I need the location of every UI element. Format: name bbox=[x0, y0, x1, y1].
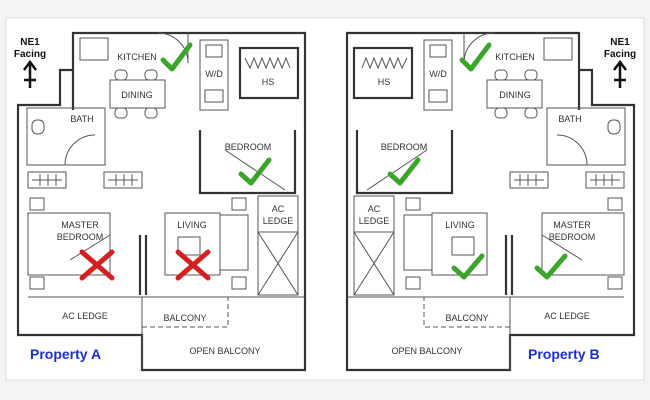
wd-label: W/D bbox=[429, 69, 447, 79]
property-a-title: Property A bbox=[30, 346, 101, 362]
master-bedroom-label: BEDROOM bbox=[549, 232, 596, 242]
bath-label: BATH bbox=[558, 114, 581, 124]
ac-ledge-label: AC LEDGE bbox=[62, 311, 108, 321]
check-icon bbox=[451, 253, 485, 280]
check-icon bbox=[160, 42, 193, 72]
check-icon bbox=[459, 42, 492, 72]
facing-label-line1: NE1 bbox=[610, 37, 630, 48]
bedroom-label: BEDROOM bbox=[225, 142, 272, 152]
kitchen-label: KITCHEN bbox=[495, 52, 535, 62]
kitchen-label: KITCHEN bbox=[117, 52, 157, 62]
hs-label: HS bbox=[262, 77, 275, 87]
facing-label-line1: NE1 bbox=[20, 37, 40, 48]
cross-icon bbox=[175, 249, 211, 281]
dining-label: DINING bbox=[121, 90, 153, 100]
ac-ledge-label: AC LEDGE bbox=[544, 311, 590, 321]
dining-label: DINING bbox=[499, 90, 531, 100]
wd-label: W/D bbox=[205, 69, 223, 79]
bath-label: BATH bbox=[70, 114, 93, 124]
north-arrow-icon bbox=[23, 59, 37, 88]
hs-label: HS bbox=[378, 77, 391, 87]
bedroom-label: BEDROOM bbox=[381, 142, 428, 152]
facing-label-line2: Facing bbox=[604, 49, 636, 60]
master-label: MASTER bbox=[61, 220, 99, 230]
check-icon bbox=[534, 253, 568, 280]
ledge-label: LEDGE bbox=[359, 216, 390, 226]
property-a-plan: NE1 Facing KITCHEN W/D HS DINING BATH BE… bbox=[14, 31, 307, 372]
open-balcony-label: OPEN BALCONY bbox=[391, 346, 462, 356]
balcony-label: BALCONY bbox=[445, 313, 488, 323]
master-bedroom-label: BEDROOM bbox=[57, 232, 104, 242]
check-icon bbox=[238, 157, 272, 186]
living-label: LIVING bbox=[445, 220, 475, 230]
living-label: LIVING bbox=[177, 220, 207, 230]
balcony-label: BALCONY bbox=[163, 313, 206, 323]
master-label: MASTER bbox=[553, 220, 591, 230]
cross-icon bbox=[79, 249, 115, 281]
check-icon bbox=[387, 157, 421, 186]
open-balcony-label: OPEN BALCONY bbox=[189, 346, 260, 356]
ac-label: AC bbox=[272, 204, 285, 214]
property-b-plan: NE1 Facing KITCHEN W/D HS DINING BATH BE… bbox=[345, 31, 636, 372]
property-b-title: Property B bbox=[528, 346, 600, 362]
facing-label-line2: Facing bbox=[14, 49, 46, 60]
ac-label: AC bbox=[368, 204, 381, 214]
ledge-label: LEDGE bbox=[263, 216, 294, 226]
north-arrow-icon bbox=[613, 59, 627, 88]
